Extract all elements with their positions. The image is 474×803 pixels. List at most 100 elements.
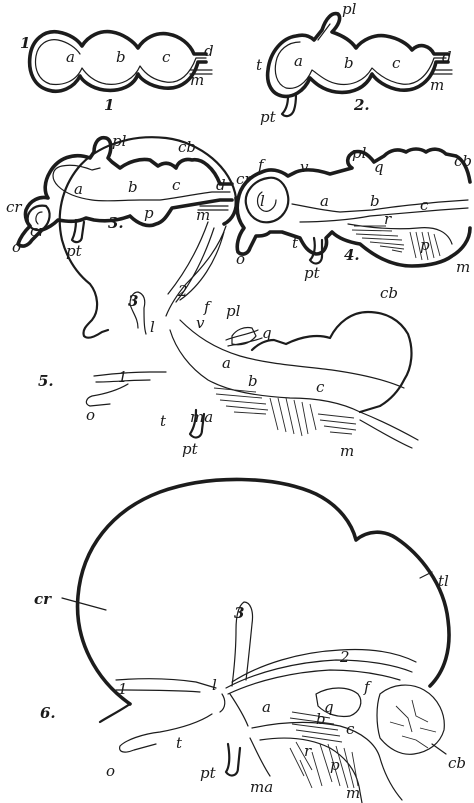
figure-6-cerebellum [377,685,444,754]
label-3: 3 [234,604,244,622]
label-l: l [150,318,155,336]
figure-6-number: 6. [40,704,56,722]
figure-5-fornix [168,222,214,302]
figure-4-number: 4. [344,246,360,264]
label-pt: pt [182,440,199,458]
label-tl: tl [438,572,449,590]
figure-1-side-numeral: 1 [20,34,30,52]
label-r: r [384,210,392,228]
label-d: d [442,48,452,66]
figure-2: pl t a b c d m pt 2. [256,0,452,126]
figure-5-optic [86,384,128,406]
figure-3-pituitary [72,220,84,242]
figure-4-hemisphere-vesicle [246,178,289,223]
label-c: c [420,196,429,214]
label-p: p [420,236,430,254]
figure-6-pointer-cr [62,598,106,610]
label-o: o [236,250,245,268]
label-d: d [216,176,226,194]
label-pt: pt [304,264,321,282]
label-f: f [363,678,372,696]
label-m: m [456,258,470,276]
label-b: b [316,710,326,728]
figure-6-optic [120,714,212,752]
figure-5-brainstem [170,320,404,412]
label-p: p [330,756,340,774]
label-pl: pl [226,302,241,320]
label-cb: cb [448,754,466,772]
label-a: a [262,698,271,716]
label-a: a [320,192,329,210]
label-1: 1 [118,680,128,698]
label-o: o [106,762,115,780]
label-v: v [196,314,205,332]
label-3: 3 [128,292,138,310]
label-b: b [248,372,258,390]
label-cb: cb [454,152,472,170]
label-a: a [66,48,75,66]
figure-6-cerebellum-folia [390,700,436,748]
label-t: t [160,412,167,430]
label-1: 1 [118,368,128,386]
label-o: o [12,238,21,256]
label-a: a [222,354,231,372]
label-cr: cr [6,198,22,216]
label-pl: pl [342,0,357,18]
figure-5-spinal-tube [360,412,418,448]
figure-6-mammillary [250,738,270,776]
label-q: q [262,324,272,342]
figure-5-ventricle-1 [94,372,166,382]
label-q: q [374,158,384,176]
figure-1-number: 1 [104,96,114,114]
label-pt: pt [200,764,217,782]
label-b: b [116,48,126,66]
figure-1: 1 a b c d m 1 [20,32,214,114]
figure-4-inner-canal [292,200,468,222]
figure-5-cerebrum-roof [224,198,236,224]
figure-3-brain-outline [18,138,232,246]
label-b: b [128,178,138,196]
figure-6-cerebrum-outline [78,479,449,704]
figure-5-hatching [214,388,356,436]
label-m: m [430,76,444,94]
figure-6-callosum-lower [226,660,412,694]
label-m: m [190,71,204,89]
label-ma: ma [190,408,213,426]
label-c: c [346,720,355,738]
label-c: c [172,176,181,194]
label-a: a [294,52,303,70]
label-c: c [392,54,401,72]
figure-6-ventricle-1 [116,679,216,692]
figure-5-midbrain [232,327,256,344]
label-c: c [162,48,171,66]
label-m: m [346,784,360,802]
label-2: 2 [177,282,188,300]
figure-2-number: 2. [353,96,370,114]
label-v: v [300,158,309,176]
label-p: p [144,204,154,222]
label-t: t [292,234,299,252]
label-l: l [260,192,265,210]
figure-6-thalamus [220,694,248,726]
figure-3: pl cb cr a b c d p m o pt 3. [6,132,232,260]
label-c: c [316,378,325,396]
label-b: b [344,54,354,72]
label-l: l [212,676,217,694]
label-2: 2 [339,648,350,666]
label-r: r [304,742,312,760]
figure-3-number: 3. [108,214,124,232]
figure-6-pituitary [226,744,240,775]
label-m: m [196,206,210,224]
figure-5-number: 5. [38,372,54,390]
label-pl: pl [352,144,367,162]
label-pt: pt [260,108,277,126]
label-o: o [86,406,95,424]
label-ma: ma [250,778,273,796]
figure-6-pointer-cb [432,744,446,754]
label-d: d [204,42,214,60]
figure-6: cr tl 3 2 1 l q f a b c cb r p 6. o t pt… [34,479,466,803]
label-a: a [74,180,83,198]
label-t: t [256,56,263,74]
label-cb: cb [380,284,398,302]
